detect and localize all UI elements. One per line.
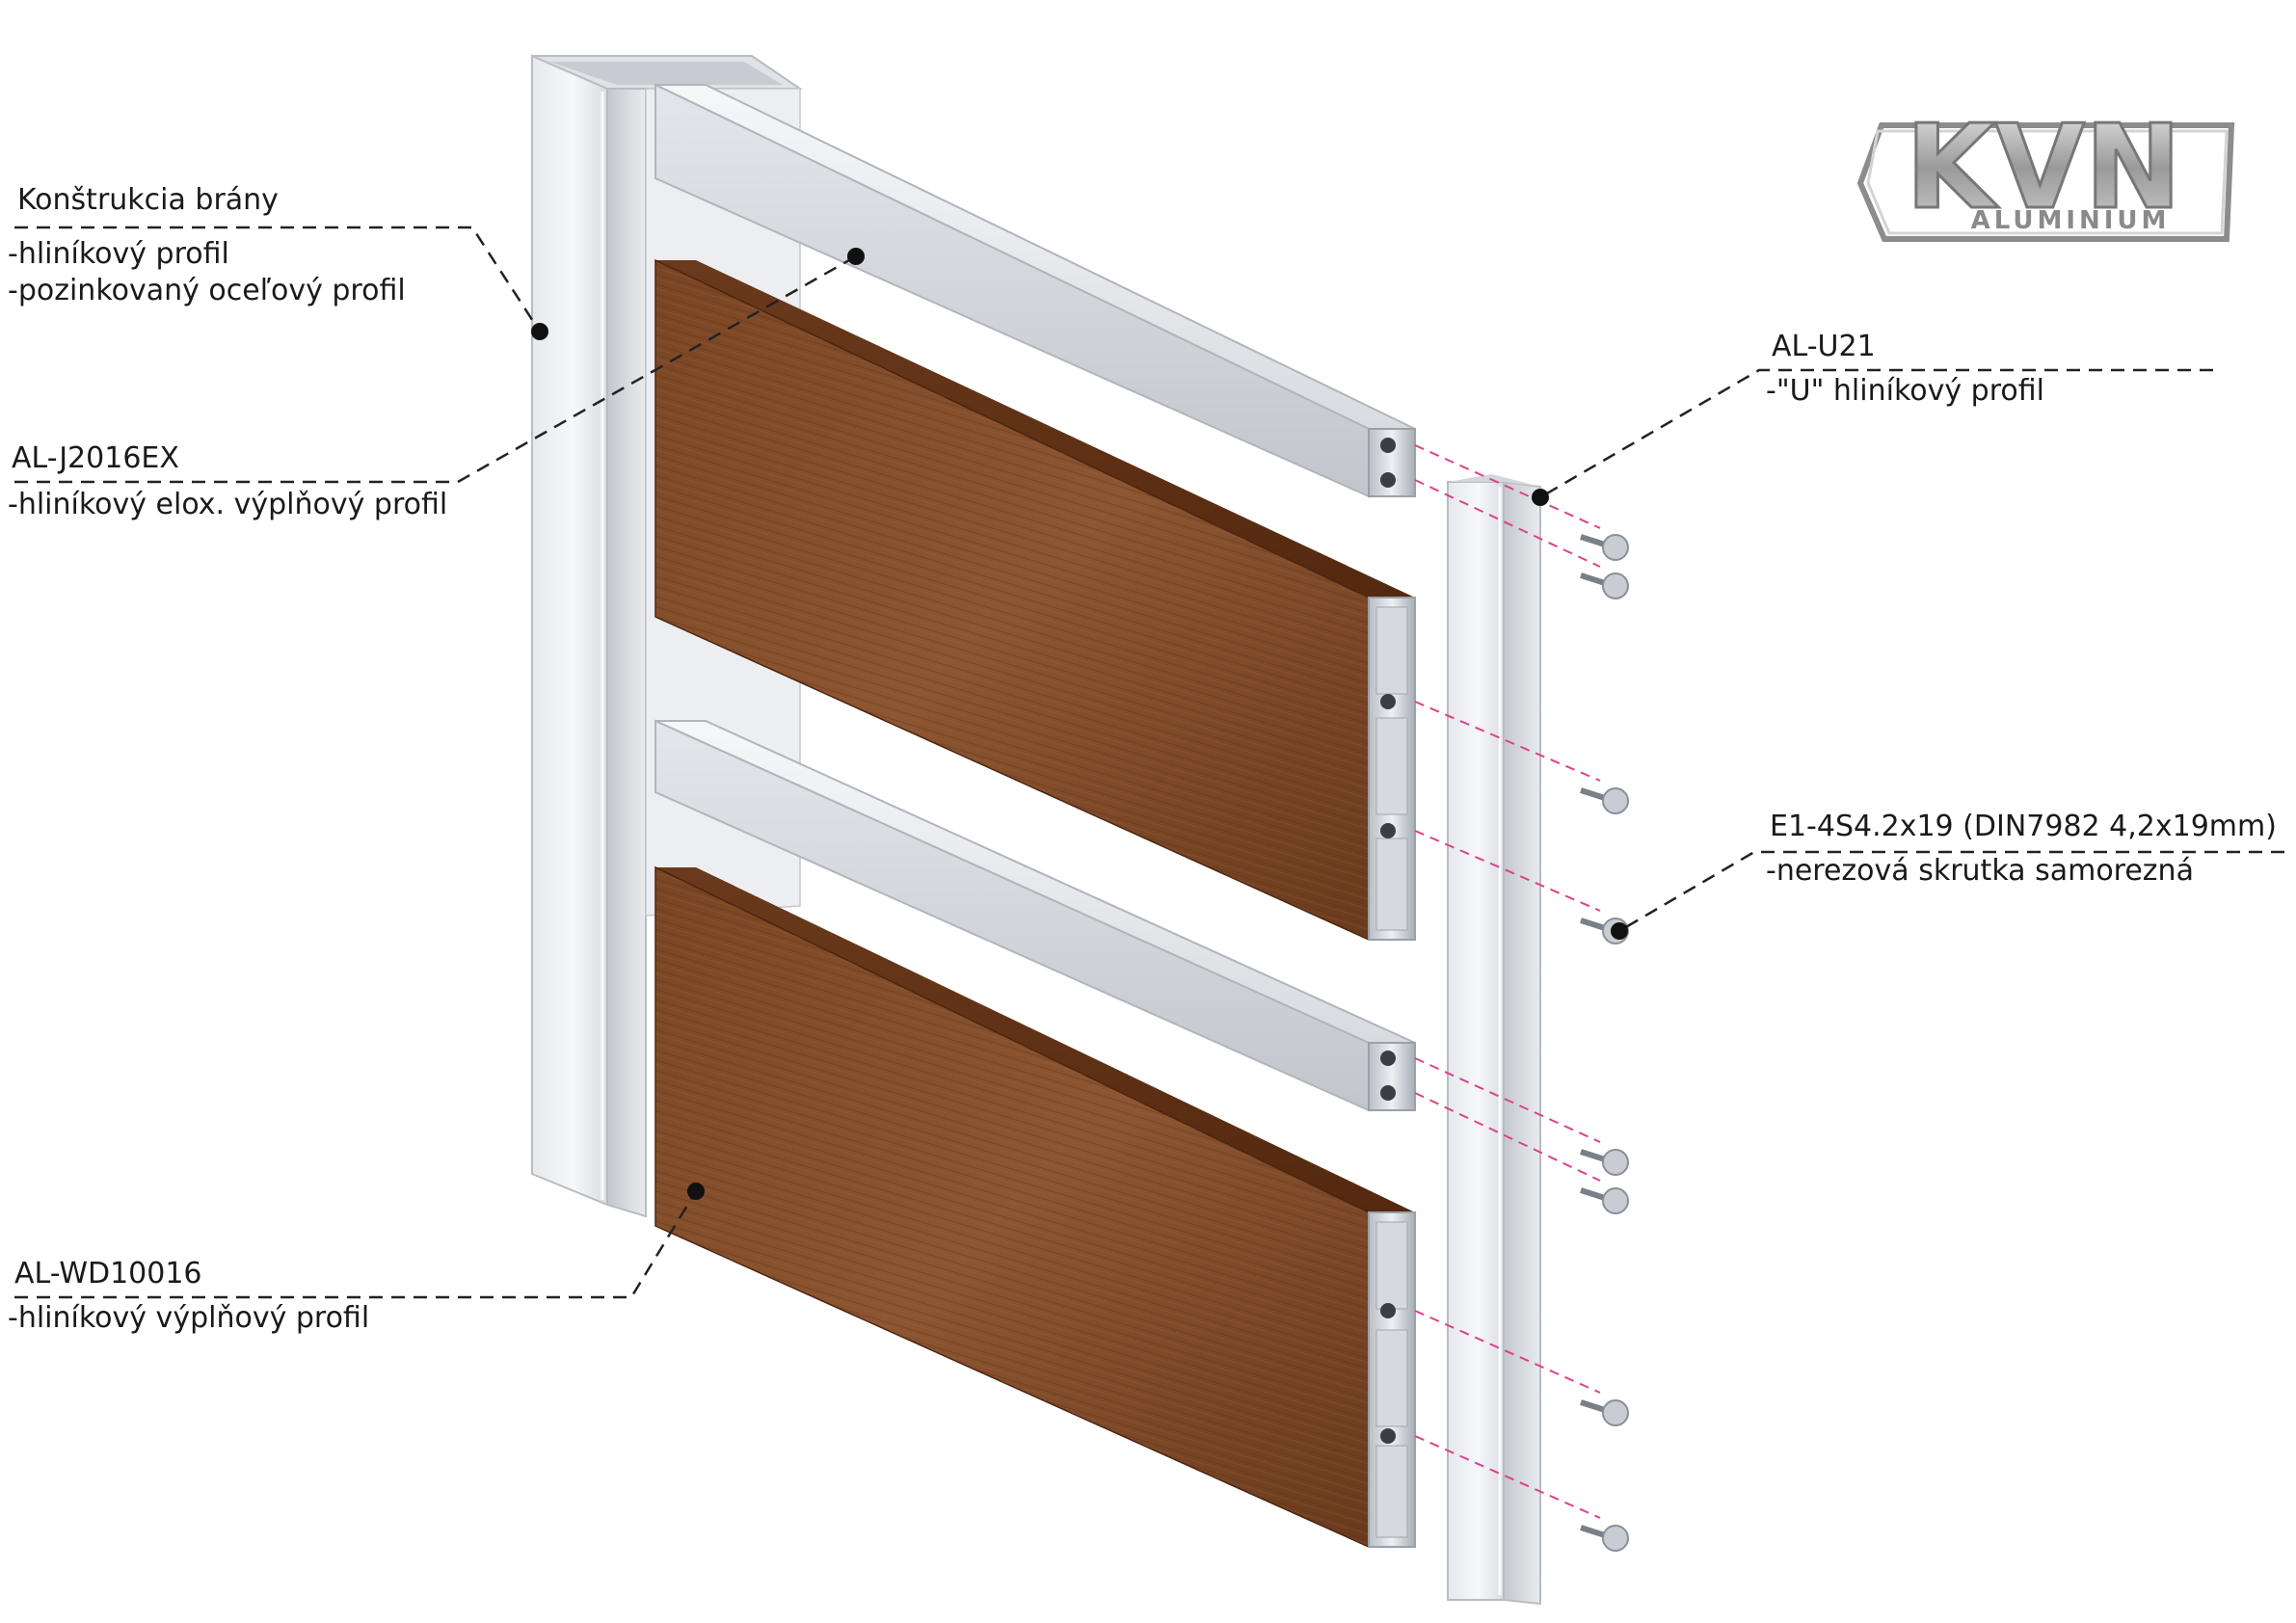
leader-lines [14, 226, 2284, 1299]
leader-wd10016 [14, 1190, 698, 1299]
label-gate-line1: -hliníkový profil [8, 237, 229, 271]
leader-u21 [1539, 368, 2213, 499]
label-u21-line1: -"U" hliníkový profil [1766, 374, 2044, 408]
screw-icon [1580, 1525, 1629, 1552]
middle-beam [654, 719, 1416, 1112]
screw-icon [1580, 787, 1629, 814]
leader-gate [14, 226, 542, 333]
logo-sub-text: ALUMINIUM [1971, 206, 2171, 235]
label-screw-title: E1-4S4.2x19 (DIN7982 4,2x19mm) [1770, 810, 2277, 843]
label-screw-line1: -nerezová skrutka samorezná [1766, 854, 2194, 888]
label-u21-title: AL-U21 [1772, 330, 1876, 363]
lower-wood-panel [654, 865, 1416, 1549]
label-gate-line2: -pozinkovaný oceľový profil [8, 274, 406, 307]
label-j2016-title: AL-J2016EX [12, 441, 179, 475]
kvn-logo: KVN ALUMINIUM [1856, 100, 2235, 242]
logo-main-text: KVN [1906, 101, 2181, 235]
u-profile [1447, 474, 1541, 1606]
leader-dots [531, 248, 1628, 1200]
screws [1580, 534, 1629, 1552]
screw-icon [1580, 1187, 1629, 1214]
top-beam [654, 83, 1416, 498]
label-gate-title: Konštrukcia brány [17, 183, 279, 217]
screw-icon [1580, 572, 1629, 599]
screw-icon [1580, 534, 1629, 561]
assembly-guide-lines [1414, 444, 1601, 1519]
screw-icon [1580, 1149, 1629, 1176]
label-j2016-line1: -hliníkový elox. výplňový profil [8, 488, 448, 521]
label-wd10016-title: AL-WD10016 [14, 1257, 202, 1290]
leader-j2016 [14, 254, 857, 484]
upper-wood-panel [654, 258, 1416, 942]
label-wd10016-line1: -hliníkový výplňový profil [8, 1301, 370, 1335]
screw-icon [1580, 1399, 1629, 1426]
